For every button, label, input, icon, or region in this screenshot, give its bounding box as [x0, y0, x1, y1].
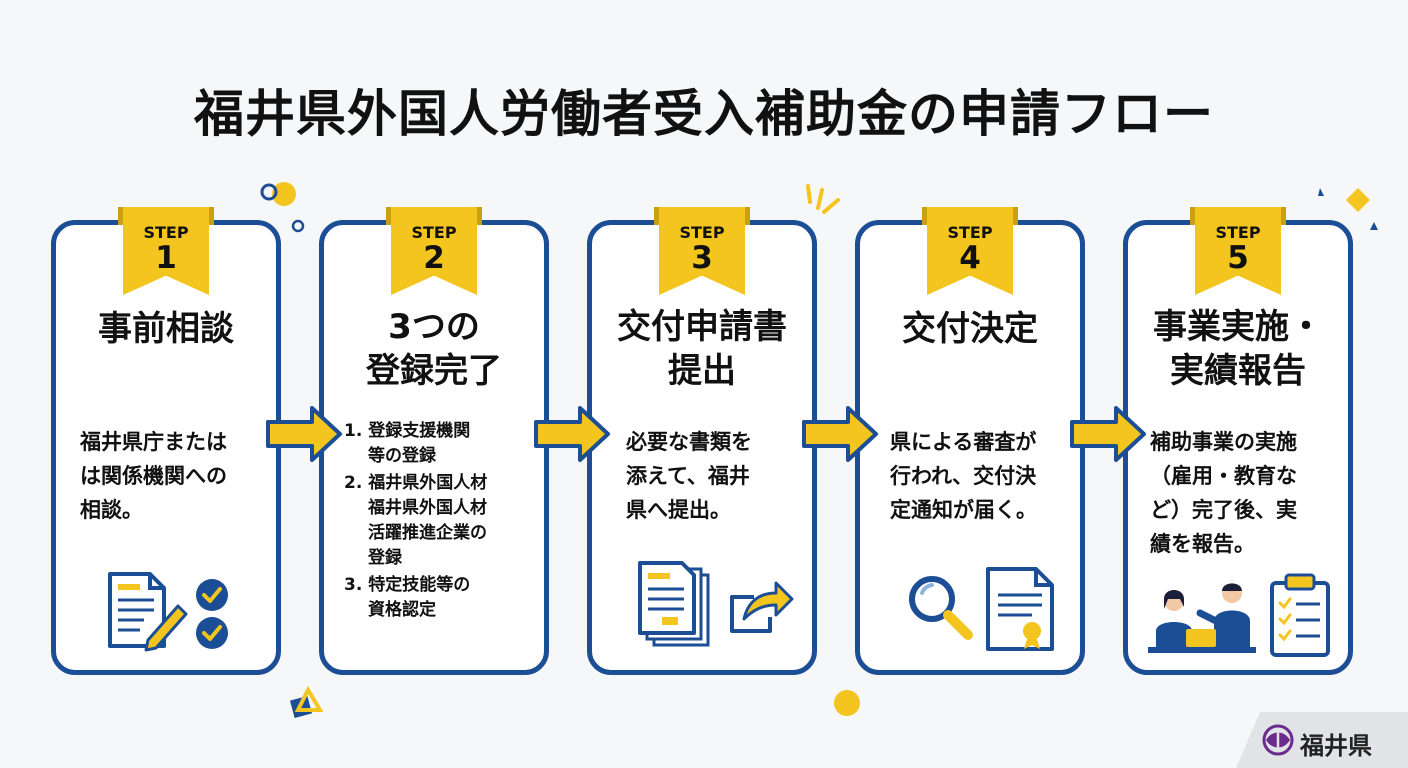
step-badge-4: STEP 4 [927, 207, 1013, 295]
step-card-2: STEP 2 3つの 登録完了 1. 登録支援機関 等の登録 2. 福井県外国人… [319, 207, 549, 675]
step-badge-number: 5 [1227, 240, 1249, 276]
step-heading-3: 交付申請書 提出 [617, 307, 787, 391]
decor-triangle-bottom [289, 686, 324, 719]
step-badge-number: 3 [691, 240, 713, 276]
step-card-1: STEP 1 事前相談 福井県庁または は関係機関への 相談。 [51, 207, 281, 675]
step-badge-label: STEP [143, 223, 189, 242]
decor-burst [806, 184, 840, 214]
step-badge-label: STEP [411, 223, 457, 242]
step-badge-2: STEP 2 [391, 207, 477, 295]
step-heading-2: 3つの 登録完了 [366, 307, 502, 391]
step-card-4: STEP 4 交付決定 県による審査が 行われ、交付決 定通知が届く。 [855, 207, 1085, 675]
decor-dot-bottom [834, 690, 860, 716]
step-badge-number: 4 [959, 240, 981, 276]
step-badge-1: STEP 1 [123, 207, 209, 295]
magnifier-icon [909, 576, 973, 640]
step-badge-label: STEP [679, 223, 725, 242]
decor-circles-left [260, 182, 305, 233]
list-item: 3. 特定技能等の 資格認定 [344, 575, 471, 620]
fukui-emblem-icon [1262, 724, 1294, 756]
documents-stack-icon [638, 561, 710, 647]
list-item: 1. 登録支援機関 等の登録 [344, 421, 471, 466]
page-title: 福井県外国人労働者受入補助金の申請フロー [194, 85, 1214, 143]
document-pencil-icon [108, 572, 188, 652]
flow-arrow-3-4 [802, 406, 878, 462]
step-heading-5: 事業実施・ 実績報告 [1153, 307, 1323, 391]
step-description-1: 福井県庁または は関係機関への 相談。 [80, 430, 227, 522]
step-badge-number: 1 [155, 240, 177, 276]
step-badge-label: STEP [947, 223, 993, 242]
list-item: 2. 福井県外国人材 福井県外国人材 活躍推進企業の 登録 [344, 473, 488, 568]
share-arrow-icon [730, 581, 794, 633]
certificate-icon [986, 567, 1054, 651]
logo-text: 福井県 [1300, 732, 1372, 760]
decor-diamond [1318, 188, 1378, 230]
step-card-3: STEP 3 交付申請書 提出 必要な書類を 添えて、福井 県へ提出。 [587, 207, 817, 675]
step-badge-3: STEP 3 [659, 207, 745, 295]
flow-arrow-2-3 [534, 406, 610, 462]
checklist-clipboard-icon [1270, 573, 1330, 657]
step-description-5: 補助事業の実施 （雇用・教育な ど）完了後、実 績を報告。 [1150, 430, 1297, 556]
step-description-4: 県による審査が 行われ、交付決 定通知が届く。 [890, 430, 1037, 522]
step-heading-4: 交付決定 [902, 309, 1038, 349]
registration-list: 1. 登録支援機関 等の登録 2. 福井県外国人材 福井県外国人材 活躍推進企業… [344, 419, 540, 623]
step-badge-5: STEP 5 [1195, 207, 1281, 295]
step-description-3: 必要な書類を 添えて、福井 県へ提出。 [626, 430, 752, 522]
step-heading-1: 事前相談 [98, 309, 234, 349]
step-card-5: STEP 5 事業実施・ 実績報告 補助事業の実施 （雇用・教育な ど）完了後、… [1123, 207, 1353, 675]
flow-arrow-1-2 [266, 406, 342, 462]
flow-arrow-4-5 [1070, 406, 1146, 462]
check-circle-icon [196, 579, 228, 649]
meeting-people-icon [1148, 583, 1256, 653]
step-badge-label: STEP [1215, 223, 1261, 242]
step-badge-number: 2 [423, 240, 445, 276]
